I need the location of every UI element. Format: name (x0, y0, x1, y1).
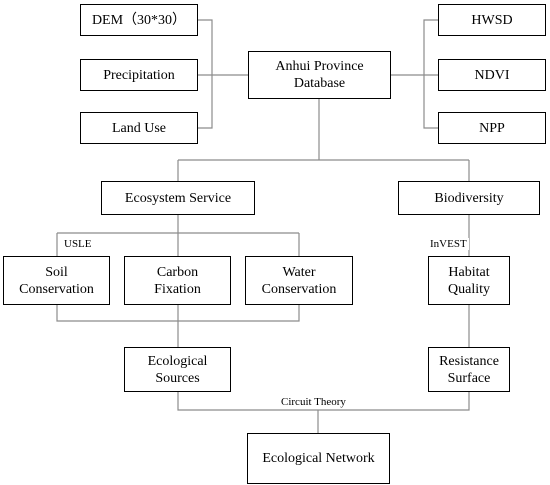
soil-conservation-box: Soil Conservation (3, 256, 110, 305)
input-box-dem: DEM（30*30） (80, 4, 198, 36)
connector-right-inputs (391, 19, 438, 129)
input-box-precipitation: Precipitation (80, 59, 198, 91)
ecosystem-service-box: Ecosystem Service (101, 181, 255, 215)
input-box-ndvi: NDVI (438, 59, 546, 91)
connector-services-sources (56, 305, 300, 347)
circuit-theory-label: Circuit Theory (279, 396, 348, 408)
carbon-fixation-box: Carbon Fixation (124, 256, 231, 305)
biodiversity-box: Biodiversity (398, 181, 540, 215)
connector-left-inputs (198, 19, 248, 129)
ecological-network-box: Ecological Network (247, 433, 390, 484)
connector-ecosystem-services (56, 215, 300, 256)
ecological-sources-box: Ecological Sources (124, 347, 231, 392)
resistance-surface-box: Resistance Surface (428, 347, 510, 392)
input-box-land-use: Land Use (80, 112, 198, 144)
connector-circuit-network (177, 392, 470, 433)
usle-label: USLE (62, 238, 94, 250)
water-conservation-box: Water Conservation (245, 256, 353, 305)
input-box-npp: NPP (438, 112, 546, 144)
connector-database-split (177, 99, 470, 181)
habitat-quality-box: Habitat Quality (428, 256, 510, 305)
invest-label: InVEST (428, 238, 469, 250)
input-box-hwsd: HWSD (438, 4, 546, 36)
database-box: Anhui Province Database (248, 51, 391, 99)
